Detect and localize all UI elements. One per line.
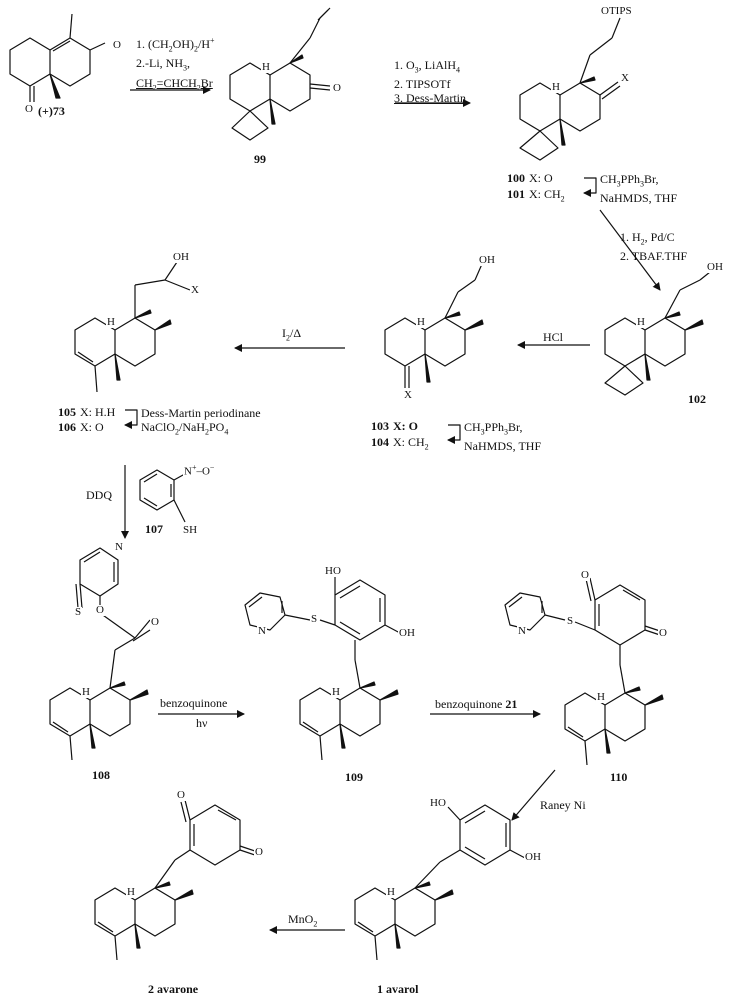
label-compound-106: 106 [58, 420, 76, 434]
atom-o-avarone-b: O [254, 846, 264, 858]
atom-oh-103: OH [478, 254, 496, 266]
atom-oh-102: OH [706, 261, 724, 273]
conditions-step2: 1. O3, LiAlH4 2. TIPSOTf 3. Dess-Martin [394, 58, 466, 106]
atom-h-103: H [416, 316, 426, 328]
label-compound-110: 110 [610, 770, 628, 784]
atom-h-105: H [106, 316, 116, 328]
conditions-mno2: MnO2 [288, 912, 318, 929]
label-compound-102: 102 [688, 392, 706, 406]
label-compound-108: 108 [92, 768, 110, 782]
label-compound-104: 104 [371, 435, 389, 449]
atom-h-99: H [261, 61, 271, 73]
structure-109 [244, 575, 401, 761]
atom-h-100: H [551, 81, 561, 93]
atom-x-105: X [190, 284, 200, 296]
atom-o-73a: O [112, 39, 122, 51]
label-x-101: X: CH2 [529, 187, 565, 204]
structure-99 [229, 7, 331, 141]
structure-avarone [94, 799, 256, 961]
label-x-100: X: O [529, 171, 553, 185]
label-x-104: X: CH2 [393, 435, 429, 452]
conditions-hcl: HCl [543, 330, 564, 344]
label-compound-109: 109 [345, 770, 363, 784]
conditions-wittig2: CH3PPh3Br, NaHMDS, THF [464, 420, 542, 454]
label-compound-103: 103 [371, 419, 389, 433]
conditions-hv: hν [196, 716, 208, 730]
atom-ho-109: HO [324, 565, 342, 577]
atom-h-110: H [596, 691, 606, 703]
atom-h-102: H [636, 316, 646, 328]
label-x-106: X: O [80, 420, 104, 434]
atom-o-110b: O [658, 627, 668, 639]
atom-ho-avarol: HO [429, 797, 447, 809]
structure-103 [384, 263, 484, 388]
structure-108 [49, 547, 151, 761]
structure-105 [74, 261, 191, 393]
atom-n-108: N [114, 541, 124, 553]
label-compound-2: 2 avarone [148, 982, 199, 996]
label-compound-101: 101 [507, 187, 525, 201]
atom-n-110: N [517, 625, 527, 637]
label-x-103: X: O [393, 419, 418, 433]
structure-107 [139, 469, 193, 523]
atom-s-110: S [566, 615, 575, 627]
conditions-raney: Raney Ni [540, 798, 586, 812]
atom-h-avarone: H [126, 886, 136, 898]
atom-n-109: N [257, 625, 267, 637]
atom-h-avarol: H [386, 886, 396, 898]
label-compound-107: 107 [145, 522, 163, 536]
atom-x-100: X [620, 72, 630, 84]
atom-o-73b: O [24, 103, 34, 115]
atom-h-109: H [331, 686, 341, 698]
conditions-ddq: DDQ [86, 488, 112, 502]
arrow-wittig-101 [583, 177, 597, 197]
atom-o-110a: O [580, 569, 590, 581]
arrow-wittig-104 [447, 424, 461, 444]
structure-100 [519, 17, 621, 161]
structure-73 [9, 13, 106, 102]
atom-oh-109: OH [398, 627, 416, 639]
label-compound-105: 105 [58, 405, 76, 419]
conditions-wittig1: CH3PPh3Br, NaHMDS, THF [600, 172, 678, 206]
atom-oh-avarol: OH [524, 851, 542, 863]
label-compound-99: 99 [254, 152, 266, 166]
atom-o-108a: O [95, 604, 105, 616]
atom-s-109: S [310, 613, 319, 625]
atom-s-108: S [74, 606, 83, 618]
atom-sh-107: SH [182, 524, 199, 536]
structure-102 [604, 271, 711, 396]
atom-otips: OTIPS [600, 5, 633, 17]
arrow-oxidation-106 [124, 409, 138, 429]
atom-o-99: O [332, 82, 342, 94]
conditions-dess-martin: Dess-Martin periodinane NaClO2/NaH2PO4 [141, 406, 261, 437]
conditions-step1: 1. (CH2OH)2/H+ 2.-Li, NH3, CH2=CHCH2Br [136, 36, 215, 93]
label-compound-1: 1 avarol [377, 982, 419, 996]
conditions-benzoquinone-21: benzoquinone 21 [435, 697, 518, 711]
conditions-iodine: I2/Δ [282, 326, 302, 343]
arrow-raney [511, 769, 556, 821]
label-compound-100: 100 [507, 171, 525, 185]
label-x-105: X: H.H [80, 405, 116, 419]
atom-x-103: X [403, 389, 413, 401]
conditions-hydrogenation: 1. H2, Pd/C 2. TBAF.THF [620, 230, 688, 264]
structure-avarol [354, 804, 526, 961]
structure-110 [504, 577, 664, 766]
atom-h-108: H [81, 686, 91, 698]
label-compound-73: (+)73 [38, 104, 65, 118]
arrow-hydrogenation [599, 209, 661, 291]
atom-o-108b: O [150, 616, 160, 628]
conditions-benzoquinone: benzoquinone [160, 696, 228, 710]
atom-nplus-107: N+–O− [183, 462, 216, 478]
atom-oh-105: OH [172, 251, 190, 263]
atom-o-avarone-a: O [176, 789, 186, 801]
